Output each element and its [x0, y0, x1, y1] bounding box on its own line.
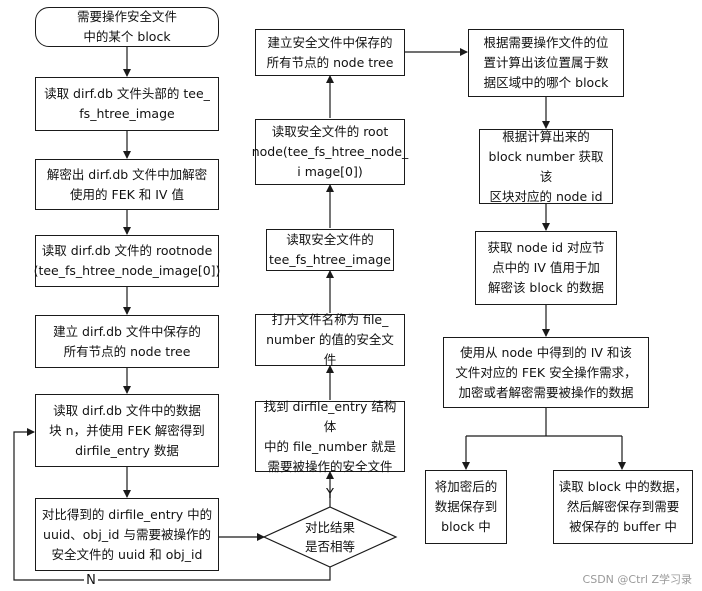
calc-block-node: 根据需要操作文件的位 置计算出该位置属于数 据区域中的哪个 block: [468, 29, 624, 97]
yes-label: Y: [326, 487, 334, 502]
decision-text: 对比结果 是否相等: [304, 520, 355, 555]
save-to-block-node: 将加密后的 数据保存到 block 中: [425, 470, 507, 544]
read-dirf-header-node: 读取 dirf.db 文件头部的 tee_ fs_htree_image: [35, 77, 219, 131]
decision-diamond: [262, 506, 398, 568]
build-secure-tree-node: 建立安全文件中保存的 所有节点的 node tree: [255, 29, 405, 76]
read-data-block-node: 读取 dirf.db 文件中的数据 块 n，并使用 FEK 解密得到 dirfi…: [35, 394, 219, 467]
read-secure-image-node: 读取安全文件的 tee_fs_htree_image: [266, 229, 394, 271]
arrow-no-loop: [13, 428, 331, 581]
compare-entry-node: 对比得到的 dirfile_entry 中的 uuid、obj_id 与需要被操…: [35, 498, 219, 571]
start-node: 需要操作安全文件 中的某个 block: [35, 7, 219, 47]
decrypt-fek-node: 解密出 dirf.db 文件中加解密 使用的 FEK 和 IV 值: [35, 159, 219, 210]
watermark: CSDN @Ctrl Z学习录: [582, 573, 692, 586]
find-file-number-node: 找到 dirfile_entry 结构体 中的 file_number 就是 需…: [255, 399, 405, 474]
save-to-buffer-node: 读取 block 中的数据， 然后解密保存到需要 被保存的 buffer 中: [553, 470, 693, 544]
read-secure-root-node: 读取安全文件的 root node(tee_fs_htree_node_ i m…: [252, 119, 408, 185]
read-rootnode-node: 读取 dirf.db 文件的 rootnode (tee_fs_htree_no…: [34, 235, 220, 287]
build-dirf-tree-node: 建立 dirf.db 文件中保存的 所有节点的 node tree: [35, 315, 219, 368]
open-secure-file-node: 打开文件名称为 file_ number 的值的安全文件: [255, 312, 405, 367]
get-iv-node: 获取 node id 对应节 点中的 IV 值用于加 解密该 block 的数据: [475, 231, 617, 305]
get-node-id-node: 根据计算出来的 block number 获取该 区块对应的 node id: [479, 129, 613, 204]
no-label: N: [84, 573, 98, 588]
crypt-data-node: 使用从 node 中得到的 IV 和该 文件对应的 FEK 安全操作需求， 加密…: [443, 337, 649, 408]
